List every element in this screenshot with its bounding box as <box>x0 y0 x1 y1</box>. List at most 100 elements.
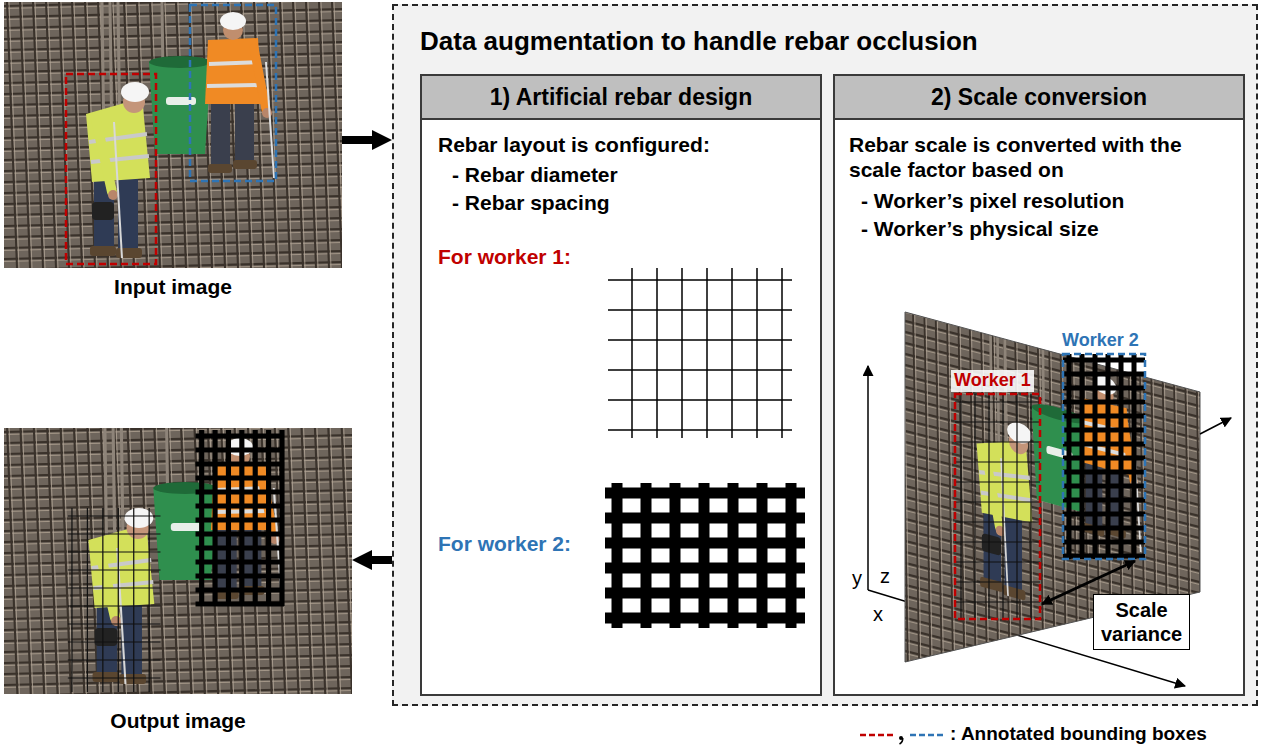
rebar-line <box>955 581 1040 582</box>
rebar-bar <box>912 254 921 694</box>
rebar-line <box>955 401 1040 402</box>
artificial-rebar-grid <box>605 483 805 628</box>
method-panel: Scale variance 2) Scale conversionRebar s… <box>833 74 1245 696</box>
axis-label: x <box>873 602 883 626</box>
rebar-bar <box>957 266 966 694</box>
rebar-line <box>196 476 285 481</box>
rebar-line <box>608 279 792 281</box>
rebar-line <box>196 574 285 579</box>
rebar-bar <box>20 428 30 694</box>
rebar-line <box>960 394 961 619</box>
rebar-line <box>68 533 161 534</box>
rebar-bar <box>853 674 1243 694</box>
rebar-shine <box>880 245 889 694</box>
photo-ground <box>4 428 352 694</box>
rebar-line <box>641 483 652 628</box>
box-text: For worker 1: <box>438 244 571 269</box>
box-heading: 2) Scale conversion <box>931 84 1147 112</box>
bucket-logo <box>171 523 202 531</box>
rebar-line <box>196 434 285 439</box>
hard-hat <box>121 82 149 102</box>
trousers <box>235 100 254 164</box>
rebar-bar <box>342 428 352 694</box>
rebar-bar <box>935 260 944 694</box>
boot <box>980 576 1003 592</box>
rebar-line <box>955 541 1040 542</box>
worker-figure <box>86 82 150 258</box>
knee-pad <box>95 628 118 646</box>
rebar-shine <box>308 2 318 268</box>
rebar-line <box>608 429 792 431</box>
trousers <box>211 100 230 168</box>
text-slot: Rebar scale is converted with the scale … <box>849 132 1234 182</box>
rebar-mesh <box>4 2 342 268</box>
rebar-line <box>1063 456 1145 461</box>
rebar-bar <box>853 244 1243 351</box>
rebar-line <box>196 546 285 551</box>
rebar-line <box>781 268 783 438</box>
rebar-shine <box>9 2 19 268</box>
rebar-shine <box>36 428 46 694</box>
rebar-mesh <box>853 244 1243 694</box>
rebar-line <box>955 501 1040 502</box>
rebar-shine <box>22 2 32 268</box>
callout-text: Scale variance <box>1101 598 1182 646</box>
text-slot: Worker 1 <box>951 370 1034 392</box>
text-slot: z <box>880 564 890 588</box>
site-photo <box>4 428 352 694</box>
boot <box>93 672 120 682</box>
rebar-line <box>988 394 989 619</box>
thick-rebar-overlay <box>1063 354 1145 559</box>
rebar-line <box>1063 470 1145 475</box>
rebar-bar <box>315 428 325 694</box>
rebar-shine <box>282 2 292 268</box>
text-slot: For worker 2: <box>438 531 603 556</box>
rebar-shine <box>891 248 900 694</box>
rebar-line <box>1063 526 1145 531</box>
rebar-shine <box>936 261 945 694</box>
rebar-line <box>955 421 1040 422</box>
rebar-line <box>608 399 792 401</box>
rebar-line <box>605 488 805 499</box>
boot <box>90 246 116 256</box>
rebar-shine <box>4 155 342 163</box>
text-slot: Rebar layout is configured: <box>438 132 808 157</box>
rebar-shine <box>9 428 19 694</box>
box-text: Rebar layout is configured: <box>438 132 710 157</box>
rebar-line <box>612 483 623 628</box>
text-slot: 2) Scale conversion <box>835 84 1243 112</box>
rebar-shine <box>948 264 957 694</box>
rebar-bar <box>59 2 69 268</box>
rebar-shine <box>4 34 342 42</box>
rebar-line <box>699 483 710 628</box>
rebar-line <box>756 268 758 438</box>
rebar-line <box>955 481 1040 482</box>
rebar-shine <box>4 581 352 589</box>
rebar-shine <box>853 643 1243 694</box>
rebar-line <box>68 569 161 570</box>
rebar-line <box>68 551 161 552</box>
rebar-shine <box>304 428 314 694</box>
rebar-line <box>1063 484 1145 489</box>
method-panel: 1) Artificial rebar designRebar layout i… <box>420 74 822 696</box>
rebar-bar <box>319 2 329 268</box>
thin-rebar-overlay <box>68 508 161 692</box>
rebar-line <box>196 532 285 537</box>
rebar-shine <box>48 2 58 268</box>
rebar-bar <box>1207 334 1216 694</box>
rebar-shine <box>49 428 59 694</box>
rebar-layout-thin <box>608 268 792 438</box>
bounding-box <box>1063 354 1145 559</box>
rebar-line <box>102 508 103 692</box>
rebar-bar <box>293 2 303 268</box>
rebar-line <box>71 508 72 692</box>
rebar-shine <box>4 471 352 479</box>
rebar-bar <box>878 245 887 694</box>
rebar-bar <box>74 428 84 694</box>
augmentation-frame: 1) Artificial rebar designRebar layout i… <box>392 4 1258 706</box>
rebar-line <box>631 268 633 438</box>
rebar-shine <box>4 428 352 435</box>
output-image-panel: Output image <box>4 428 352 739</box>
axis-label: z <box>880 564 890 588</box>
site-photo <box>4 2 342 268</box>
